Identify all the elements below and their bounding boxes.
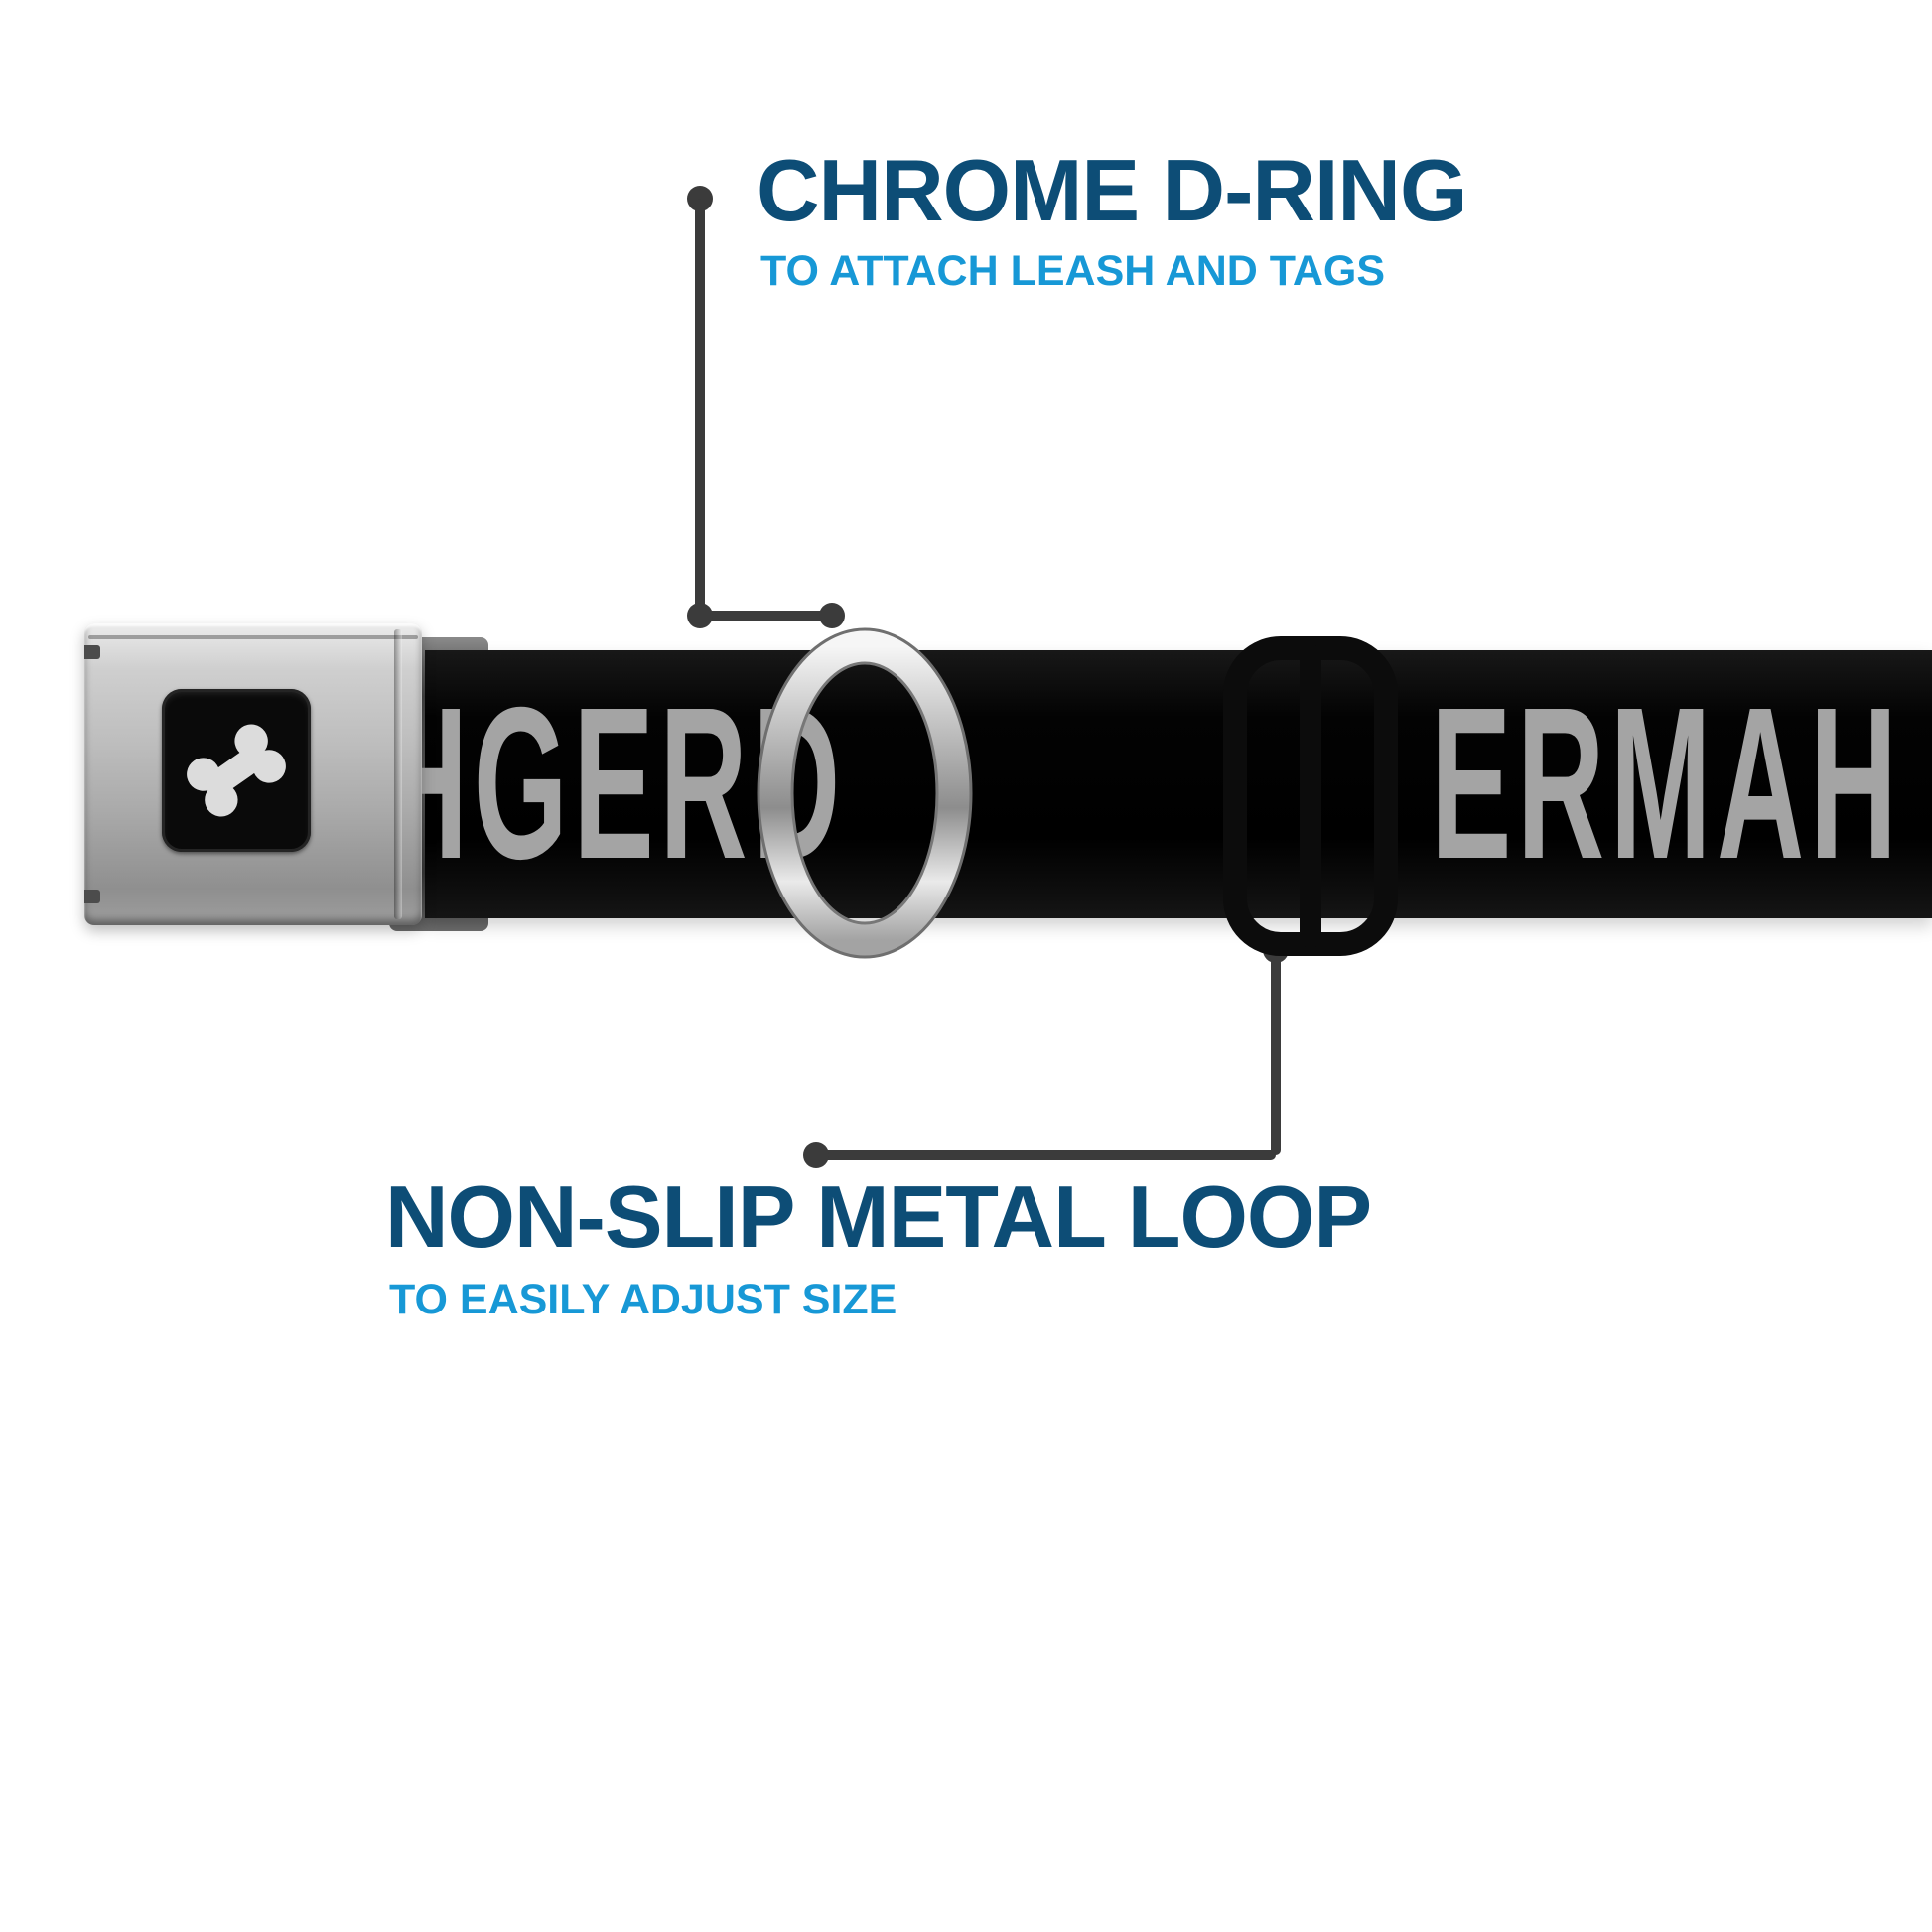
buckle-center-panel xyxy=(162,689,311,852)
dog-bone-icon xyxy=(155,689,318,852)
callout-bottom-subtitle: TO EASILY ADJUST SIZE xyxy=(389,1276,897,1323)
chrome-d-ring-icon xyxy=(755,626,975,960)
connector-dot-mid-right xyxy=(819,603,845,628)
metal-loop-slider-icon xyxy=(1223,636,1398,956)
callout-bottom-title: NON-SLIP METAL LOOP xyxy=(385,1168,1372,1266)
connector-dot-bottom-left xyxy=(803,1142,829,1168)
buckle-seam xyxy=(394,629,402,919)
connector-line-vertical-top xyxy=(695,199,705,616)
connector-line-horizontal-top xyxy=(700,611,832,621)
callout-top-subtitle: TO ATTACH LEASH AND TAGS xyxy=(760,247,1386,295)
collar-strap xyxy=(425,650,1932,918)
seatbelt-buckle xyxy=(84,623,422,925)
callout-top-title: CHROME D-RING xyxy=(757,141,1467,239)
connector-line-vertical-bottom xyxy=(1271,950,1281,1155)
connector-line-horizontal-bottom xyxy=(816,1150,1276,1160)
buckle-notch-bottom xyxy=(84,890,100,903)
buckle-notch-top xyxy=(84,645,100,659)
strap-text-right: ERMAH xyxy=(1431,663,1903,904)
connector-dot-mid-left xyxy=(687,603,713,628)
buckle-top-edge xyxy=(88,635,418,639)
